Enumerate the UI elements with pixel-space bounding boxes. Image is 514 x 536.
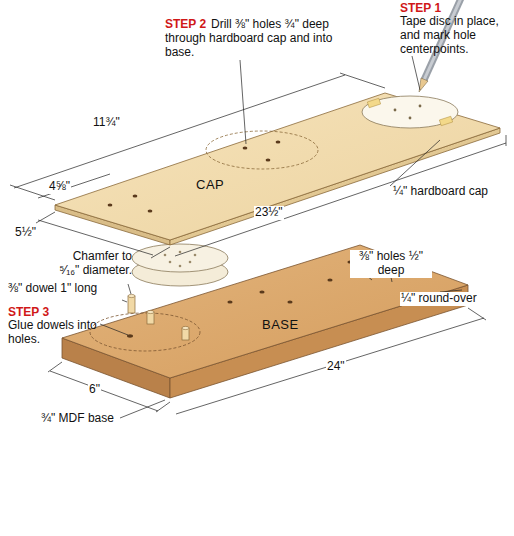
sanding-discs <box>132 244 228 286</box>
step-heading: STEP 1 <box>400 2 441 16</box>
callout-text: ⅜" holes ½" deep <box>350 250 432 278</box>
dimension: 23½" <box>254 206 284 220</box>
leader-lines <box>100 56 462 418</box>
part-name: BASE <box>262 318 299 333</box>
taped-disc <box>362 96 458 128</box>
step-heading: STEP 3 <box>8 306 49 320</box>
dimension: 5½" <box>14 226 37 240</box>
cap-top <box>55 93 500 240</box>
callout-text: Chamfer to ⁵⁄₁₆" diameter. <box>52 250 132 278</box>
callout-text: ¼" round-over <box>400 292 478 306</box>
dimension: 6" <box>88 383 101 397</box>
dimension-lines <box>10 73 506 414</box>
step-note: Tape disc in place, and mark hole center… <box>400 15 508 56</box>
dimension: 24" <box>326 360 346 374</box>
callout-text: ¼" hardboard cap <box>392 185 489 199</box>
callout-text: ⅜" dowel 1" long <box>8 282 97 296</box>
dimension: 11¾" <box>92 116 121 130</box>
disc-outline <box>90 313 200 351</box>
part-name: CAP <box>196 178 224 193</box>
step-heading: STEP 2 <box>165 18 206 32</box>
disc-outline <box>206 131 318 169</box>
step-note: Drill ⅜" holes ¾" deep through hardboard… <box>165 18 365 59</box>
dowels <box>127 294 189 340</box>
cap-holes <box>108 141 281 213</box>
dimension: 4⅝" <box>48 180 71 194</box>
step-note: Glue dowels into holes. <box>8 319 100 347</box>
callout-text: ¾" MDF base <box>40 412 115 426</box>
